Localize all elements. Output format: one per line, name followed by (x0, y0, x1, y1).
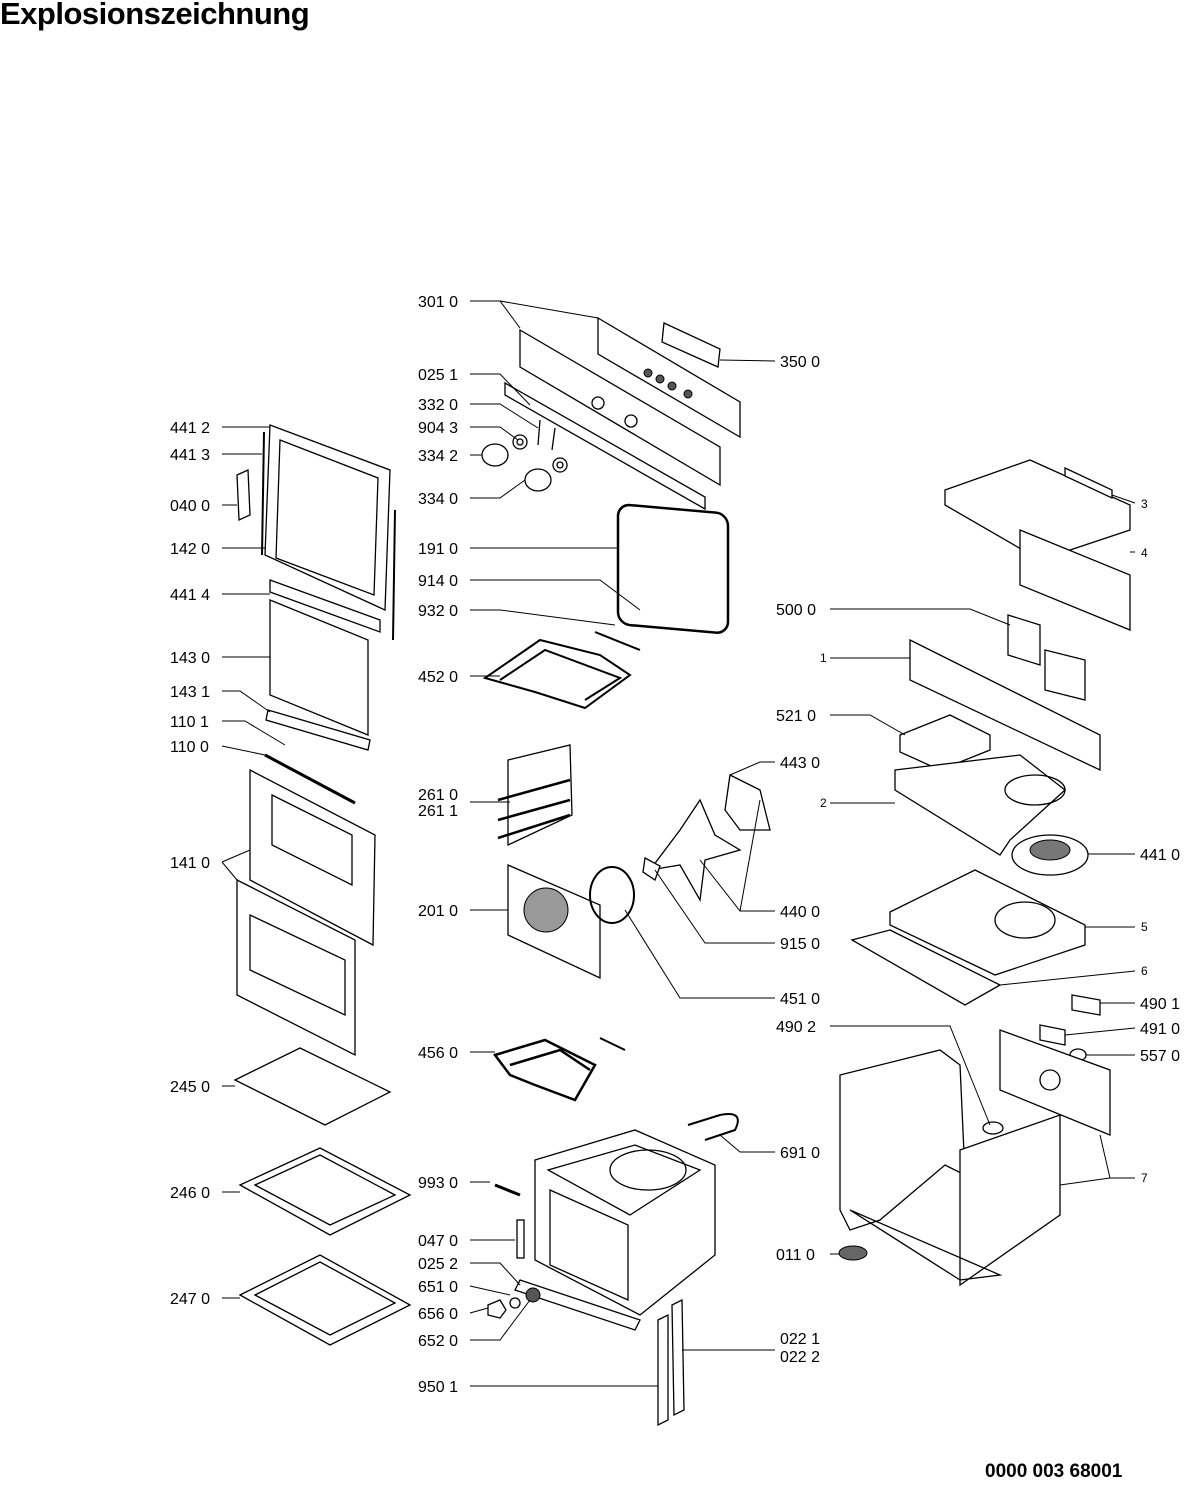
label-2010: 201 0 (418, 903, 458, 920)
label-n1: 1 (820, 651, 827, 665)
label-4901: 490 1 (1140, 996, 1180, 1013)
label-4560: 456 0 (418, 1045, 458, 1062)
label-4910: 491 0 (1140, 1021, 1180, 1038)
label-3340: 334 0 (418, 491, 458, 508)
label-0221: 022 1 (780, 1331, 820, 1348)
label-3320: 332 0 (418, 397, 458, 414)
label-1101: 110 1 (170, 714, 209, 731)
page-title: Explosionszeichnung (0, 0, 310, 31)
label-2450: 245 0 (170, 1079, 210, 1096)
label-5570: 557 0 (1140, 1048, 1180, 1065)
label-4412: 441 2 (170, 420, 210, 437)
label-n4: 4 (1141, 546, 1148, 560)
label-0222: 022 2 (780, 1349, 820, 1366)
label-4414: 441 4 (170, 587, 210, 604)
label-4510: 451 0 (780, 991, 820, 1008)
label-2610: 261 0 (418, 787, 458, 804)
part-shapes (233, 316, 1131, 1427)
label-2470: 247 0 (170, 1291, 210, 1308)
label-6510: 651 0 (418, 1279, 458, 1296)
leader-lines (221, 300, 1136, 1387)
label-1430: 143 0 (170, 650, 210, 667)
label-1410: 141 0 (170, 855, 210, 872)
label-n6: 6 (1141, 964, 1148, 978)
label-n5: 5 (1141, 920, 1148, 934)
label-6910: 691 0 (780, 1145, 820, 1162)
label-4902: 490 2 (776, 1019, 816, 1036)
label-9043: 904 3 (418, 420, 458, 437)
label-0252: 025 2 (418, 1256, 458, 1273)
label-3342: 334 2 (418, 448, 458, 465)
label-9140: 914 0 (418, 573, 458, 590)
label-0110: 011 0 (776, 1247, 815, 1264)
label-5000: 500 0 (776, 602, 816, 619)
label-3500: 350 0 (780, 354, 820, 371)
part-labels: 301 0 350 0 025 1 332 0 904 3 334 2 334 … (170, 294, 1180, 1396)
label-1100: 110 0 (170, 739, 209, 756)
label-5210: 521 0 (776, 708, 816, 725)
label-0251: 025 1 (418, 367, 458, 384)
label-9150: 915 0 (780, 936, 820, 953)
label-1910: 191 0 (418, 541, 458, 558)
label-n7: 7 (1141, 1171, 1148, 1185)
label-1420: 142 0 (170, 541, 210, 558)
label-6560: 656 0 (418, 1306, 458, 1323)
label-9930: 993 0 (418, 1175, 458, 1192)
label-n3: 3 (1141, 497, 1148, 511)
label-9501: 950 1 (418, 1379, 458, 1396)
label-2460: 246 0 (170, 1185, 210, 1202)
label-4520: 452 0 (418, 669, 458, 686)
label-4410: 441 0 (1140, 847, 1180, 864)
label-9320: 932 0 (418, 603, 458, 620)
label-2611: 261 1 (418, 803, 458, 820)
label-0400: 040 0 (170, 498, 210, 515)
label-0470: 047 0 (418, 1233, 458, 1250)
label-4430: 443 0 (780, 755, 820, 772)
label-4413: 441 3 (170, 447, 210, 464)
label-3010: 301 0 (418, 294, 458, 311)
label-4400: 440 0 (780, 904, 820, 921)
document-number: 0000 003 68001 (985, 1461, 1123, 1482)
label-1431: 143 1 (170, 684, 210, 701)
label-n2: 2 (820, 796, 827, 810)
label-6520: 652 0 (418, 1333, 458, 1350)
